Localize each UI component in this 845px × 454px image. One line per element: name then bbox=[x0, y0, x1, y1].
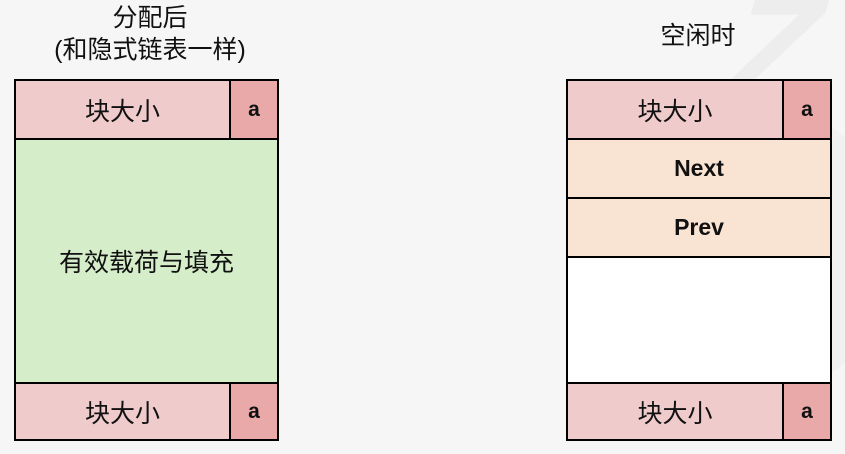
diagram-title-allocated: 分配后 (和隐式链表一样) bbox=[0, 2, 300, 66]
block-payload-row-allocated: 有效载荷与填充 bbox=[16, 138, 277, 382]
block-header-row-free: 块大小 a bbox=[568, 81, 830, 138]
header-size-cell-allocated: 块大小 bbox=[16, 81, 229, 138]
block-prev-pointer-row: Prev bbox=[568, 197, 830, 256]
payload-cell-allocated: 有效载荷与填充 bbox=[16, 140, 277, 382]
diagram-title-free-line1: 空闲时 bbox=[660, 22, 736, 50]
header-size-cell-free: 块大小 bbox=[568, 81, 782, 138]
diagram-title-allocated-line1: 分配后 bbox=[112, 4, 188, 32]
block-footer-row-free: 块大小 a bbox=[568, 382, 830, 439]
memory-block-free: 块大小 a Next Prev 块大小 a bbox=[566, 79, 832, 441]
memory-block-allocated: 块大小 a 有效载荷与填充 块大小 a bbox=[14, 79, 279, 441]
empty-space-cell bbox=[568, 258, 830, 382]
footer-size-cell-free: 块大小 bbox=[568, 384, 782, 439]
next-pointer-cell: Next bbox=[568, 140, 830, 197]
block-empty-row-free bbox=[568, 256, 830, 382]
block-next-pointer-row: Next bbox=[568, 138, 830, 197]
header-alloc-flag-allocated: a bbox=[229, 81, 277, 138]
prev-pointer-cell: Prev bbox=[568, 199, 830, 256]
footer-size-cell-allocated: 块大小 bbox=[16, 384, 229, 439]
header-alloc-flag-free: a bbox=[782, 81, 830, 138]
block-header-row-allocated: 块大小 a bbox=[16, 81, 277, 138]
footer-alloc-flag-free: a bbox=[782, 384, 830, 439]
footer-alloc-flag-allocated: a bbox=[229, 384, 277, 439]
diagram-title-allocated-line2: (和隐式链表一样) bbox=[54, 36, 246, 64]
diagram-title-free: 空闲时 bbox=[548, 20, 845, 52]
block-footer-row-allocated: 块大小 a bbox=[16, 382, 277, 439]
